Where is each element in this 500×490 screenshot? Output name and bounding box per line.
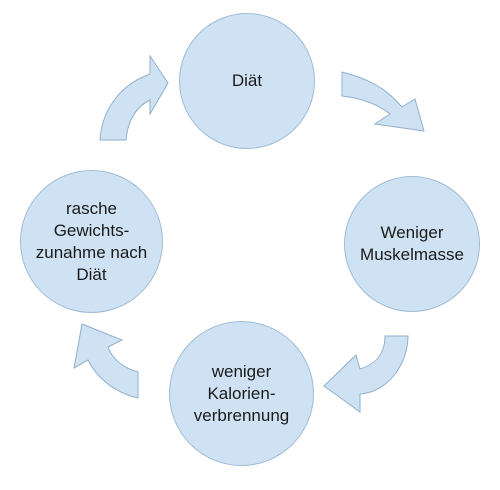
- arrow-muskelmasse-to-kalorien-icon: [323, 335, 409, 413]
- node-weniger-kalorienverbrennung: weniger Kalorien- verbrennung: [169, 321, 314, 466]
- arrow-diaet-to-muskelmasse-icon: [341, 71, 425, 132]
- node-diaet: Diät: [179, 13, 315, 149]
- node-weniger-muskelmasse-label: Weniger Muskelmasse: [360, 223, 464, 264]
- node-rasche-gewichtszunahme-label: rasche Gewichts- zunahme nach Diät: [35, 198, 148, 284]
- node-weniger-kalorienverbrennung-label: weniger Kalorien- verbrennung: [193, 361, 290, 425]
- node-rasche-gewichtszunahme: rasche Gewichts- zunahme nach Diät: [20, 170, 163, 313]
- arrow-kalorien-to-zunahme-icon: [73, 323, 139, 399]
- node-diaet-label: Diät: [231, 71, 263, 90]
- arrow-zunahme-to-diaet-icon: [99, 54, 169, 141]
- node-weniger-muskelmasse: Weniger Muskelmasse: [344, 176, 480, 312]
